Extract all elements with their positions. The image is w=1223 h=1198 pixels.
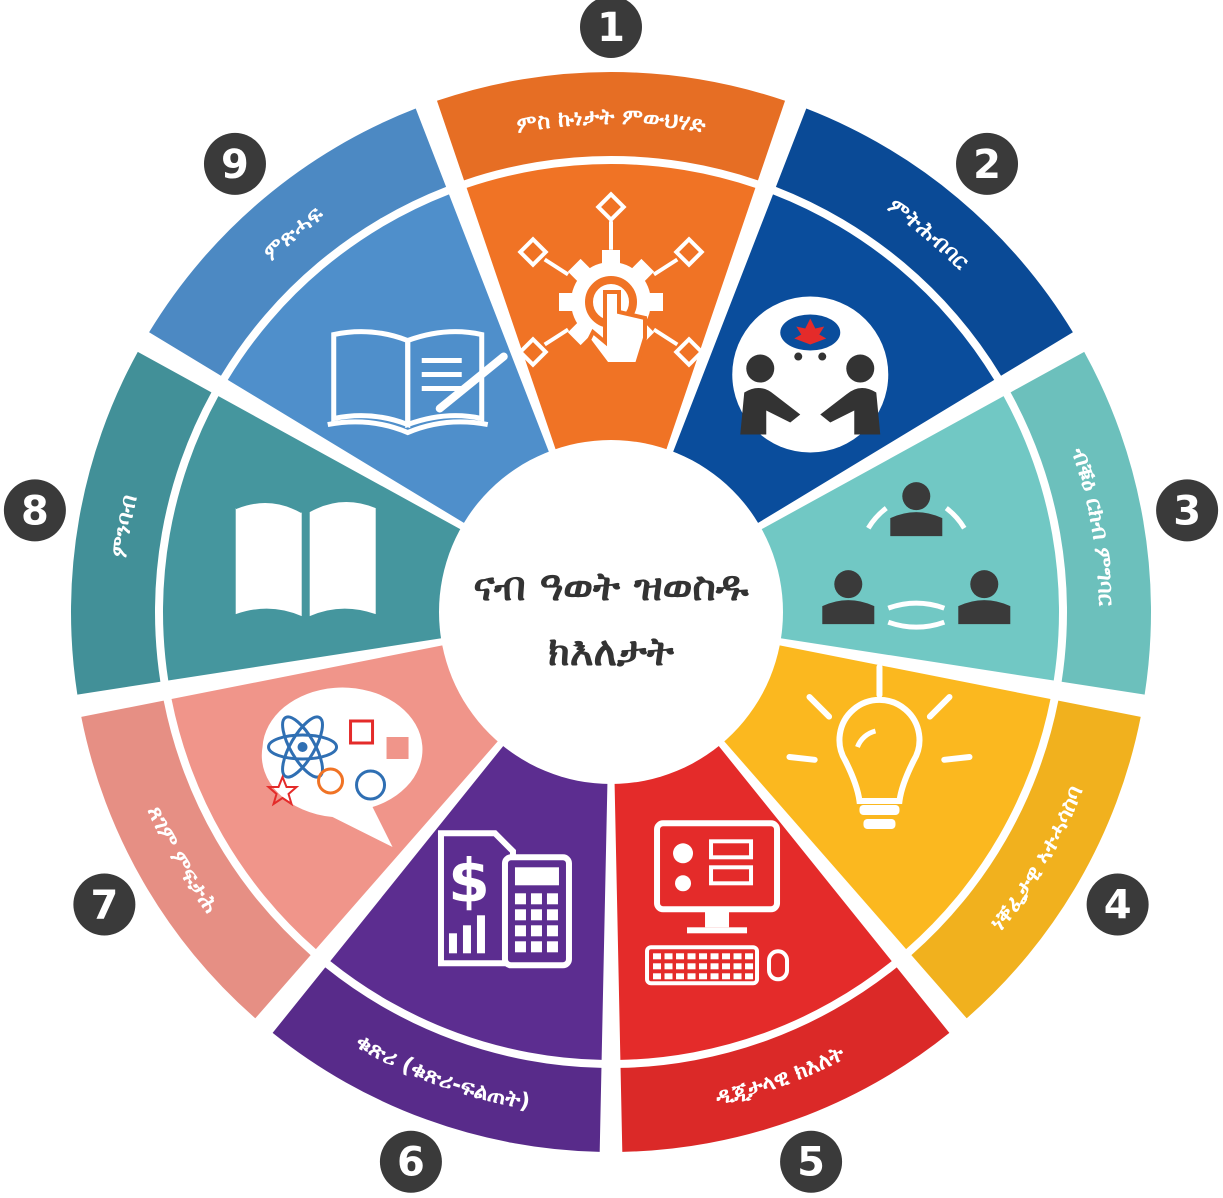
handshake-icon: [732, 296, 889, 453]
segment-6: [330, 744, 608, 1060]
badge-7-number: 7: [90, 883, 118, 929]
badge-8-number: 8: [21, 488, 49, 534]
badge-2: 2: [956, 132, 1019, 195]
badge-9-number: 9: [221, 142, 249, 188]
badge-3: 3: [1156, 479, 1219, 542]
segment-4-band: [911, 700, 1141, 1019]
segment-8-band: [71, 351, 212, 695]
badge-6: 6: [379, 1130, 442, 1193]
badge-4: 4: [1086, 873, 1149, 936]
badge-7: 7: [73, 873, 136, 936]
segment-3-band: [1010, 351, 1151, 695]
calculator-icon: $: [437, 830, 572, 969]
segment-9-band: [149, 108, 447, 376]
badge-3-number: 3: [1173, 488, 1201, 534]
segment-1-band: [436, 72, 786, 181]
segment-6-band: [272, 967, 602, 1152]
badge-5-number: 5: [797, 1140, 825, 1186]
svg-text:$: $: [448, 846, 490, 916]
lightbulb-icon: [786, 664, 973, 829]
center-layer: ናብ ዓወት ዝወስዱ ክእለታት: [439, 440, 783, 784]
gear-touch-icon: [517, 191, 705, 368]
icons-layer: $: [235, 191, 1011, 986]
badge-1: 1: [580, 0, 642, 58]
center-circle: [439, 440, 783, 784]
segment-5-band: [620, 967, 950, 1152]
science-thinking-icon: [261, 687, 423, 847]
open-book-icon: [235, 501, 376, 617]
computer-icon: [645, 820, 790, 986]
segment-2-band: [775, 108, 1073, 376]
badges-layer: 1 2 3 4 5 6 7 8 9: [3, 0, 1219, 1193]
badge-6-number: 6: [397, 1140, 425, 1186]
badge-1-number: 1: [597, 5, 625, 51]
badge-4-number: 4: [1104, 883, 1132, 929]
segment-4: [722, 645, 1051, 950]
segment-7-band: [81, 700, 311, 1019]
badge-9: 9: [203, 132, 266, 195]
center-title-line2: ክእለታት: [548, 629, 675, 675]
team-communication-icon: [822, 482, 1011, 630]
badge-8: 8: [3, 479, 66, 542]
center-title-line1: ናብ ዓወት ዝወስዱ: [473, 564, 748, 610]
badge-5: 5: [780, 1130, 843, 1193]
writing-book-icon: [327, 329, 508, 436]
segment-9: [227, 194, 550, 524]
badge-2-number: 2: [973, 142, 1001, 188]
